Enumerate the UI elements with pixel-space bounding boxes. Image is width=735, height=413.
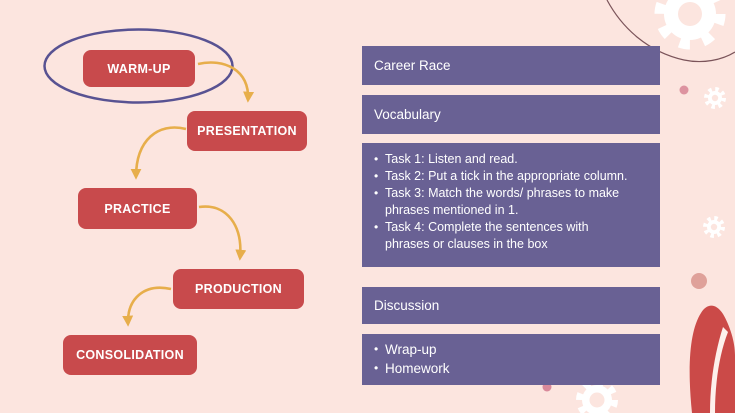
stage-practice: PRACTICE [78,188,197,229]
stage-label: CONSOLIDATION [76,348,184,362]
task-item: Task 2: Put a tick in the appropriate co… [374,168,656,185]
stage-warm-up: WARM-UP [83,50,195,87]
gear-icon [704,87,726,109]
arrow-presentation-to-practice [130,126,187,180]
warmup-highlight-ellipse [43,28,234,104]
arrow-warmup-to-presentation [197,61,255,103]
task-list: Task 1: Listen and read. Task 2: Put a t… [374,151,656,253]
dot-icon [691,273,707,289]
petal-icon [689,305,735,413]
task-item: Task 1: Listen and read. [374,151,656,168]
agenda-vocabulary: Vocabulary [362,95,660,134]
agenda-discussion: Discussion [362,287,660,324]
agenda-task-list: Task 1: Listen and read. Task 2: Put a t… [362,143,660,267]
gear-icon [703,216,725,238]
wrapup-item: Homework [374,359,656,378]
stage-production: PRODUCTION [173,269,304,309]
stage-label: PRACTICE [104,201,171,216]
stage-label: PRESENTATION [197,124,297,138]
stage-label: WARM-UP [107,61,171,76]
task-item: Task 3: Match the words/ phrases to make… [374,185,627,219]
stage-consolidation: CONSOLIDATION [63,335,197,375]
arrow-production-to-consolidation [122,286,172,327]
wrapup-list: Wrap-up Homework [374,340,656,378]
gear-icon [654,0,726,50]
agenda-career-race: Career Race [362,46,660,85]
stage-presentation: PRESENTATION [187,111,307,151]
arc-line-icon [606,0,735,63]
agenda-career-race-label: Career Race [374,58,451,73]
gear-icon [576,379,618,413]
task-item: Task 4: Complete the sentences with phra… [374,219,615,253]
arrow-practice-to-production [198,205,247,261]
dot-icon [679,85,689,95]
wrapup-item: Wrap-up [374,340,656,359]
agenda-vocabulary-label: Vocabulary [374,107,441,122]
agenda-wrapup: Wrap-up Homework [362,334,660,385]
stage-label: PRODUCTION [194,282,283,296]
agenda-discussion-label: Discussion [374,298,440,313]
